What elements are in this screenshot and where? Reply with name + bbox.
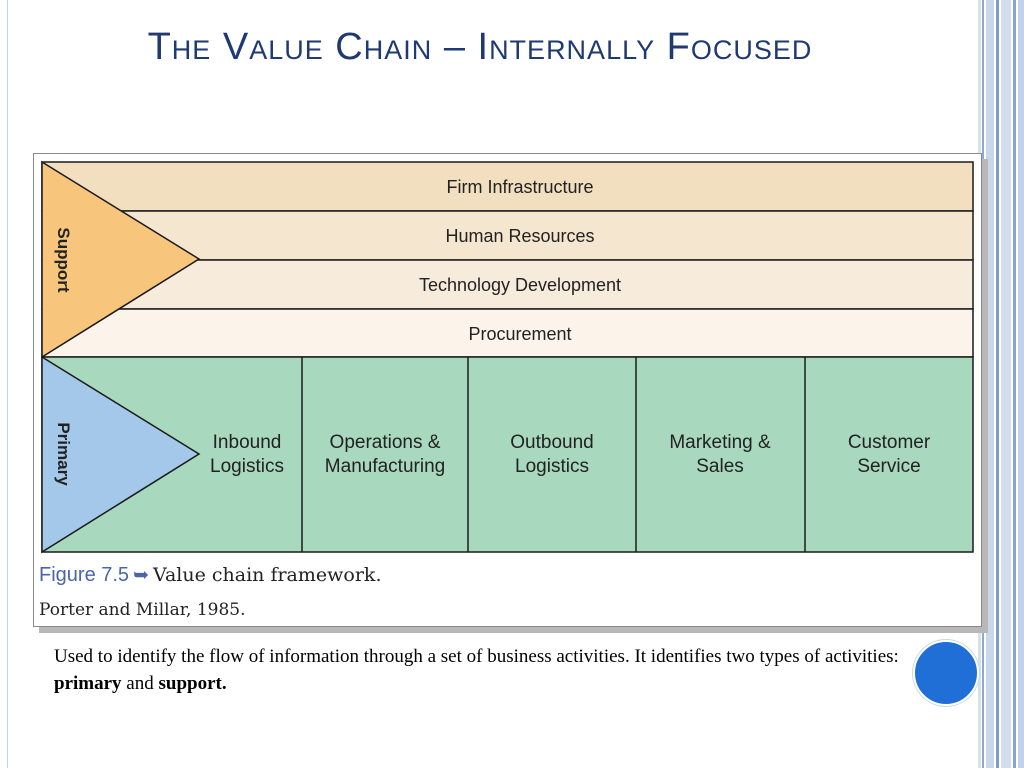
- support-label-human-resources: Human Resources: [445, 226, 594, 246]
- primary-label-marketing-line1: Marketing &: [669, 432, 771, 453]
- primary-label-customer-service-line1: Customer: [848, 432, 931, 453]
- blue-circle-decoration: [913, 640, 979, 706]
- description-support: support.: [158, 673, 227, 694]
- support-label-procurement: Procurement: [468, 324, 571, 344]
- primary-triangle: [41, 355, 201, 554]
- support-label-firm-infrastructure: Firm Infrastructure: [446, 177, 593, 197]
- support-band-procurement: [41, 308, 974, 358]
- description-primary: primary: [54, 673, 122, 694]
- left-border-line: [7, 0, 8, 768]
- primary-label-outbound-logistics-line2: Logistics: [515, 456, 589, 477]
- support-triangle: [41, 160, 201, 359]
- slide-description: Used to identify the flow of information…: [54, 643, 964, 697]
- support-band-human-resources: [41, 210, 974, 261]
- figure-caption-text: Value chain framework.: [152, 564, 382, 586]
- support-section-label: Support: [54, 227, 73, 292]
- figure-number: Figure 7.5: [39, 564, 130, 586]
- slide-title: The Value Chain – Internally Focused: [147, 26, 813, 68]
- value-chain-diagram: Firm Infrastructure Human Resources Tech…: [41, 160, 974, 554]
- primary-label-operations-line2: Manufacturing: [325, 456, 445, 477]
- support-band-technology-development: [41, 259, 974, 310]
- figure-caption: Figure 7.5➥Value chain framework.: [39, 564, 382, 587]
- support-label-technology-development: Technology Development: [419, 275, 621, 295]
- primary-label-operations-line1: Operations &: [330, 432, 441, 453]
- figure-source: Porter and Millar, 1985.: [39, 600, 246, 620]
- primary-label-customer-service-line2: Service: [857, 456, 920, 477]
- primary-label-marketing-line2: Sales: [696, 456, 744, 477]
- arrow-icon: ➥: [133, 564, 149, 586]
- value-chain-figure: Firm Infrastructure Human Resources Tech…: [33, 153, 982, 627]
- primary-label-inbound-logistics-line1: Inbound: [213, 432, 282, 453]
- support-band-firm-infrastructure: [41, 161, 974, 212]
- right-decorative-stripes: [978, 0, 1024, 768]
- primary-section-label: Primary: [54, 422, 73, 486]
- description-and: and: [121, 673, 159, 694]
- primary-label-outbound-logistics-line1: Outbound: [510, 432, 593, 453]
- description-text: Used to identify the flow of information…: [54, 646, 899, 667]
- primary-label-inbound-logistics-line2: Logistics: [210, 456, 284, 477]
